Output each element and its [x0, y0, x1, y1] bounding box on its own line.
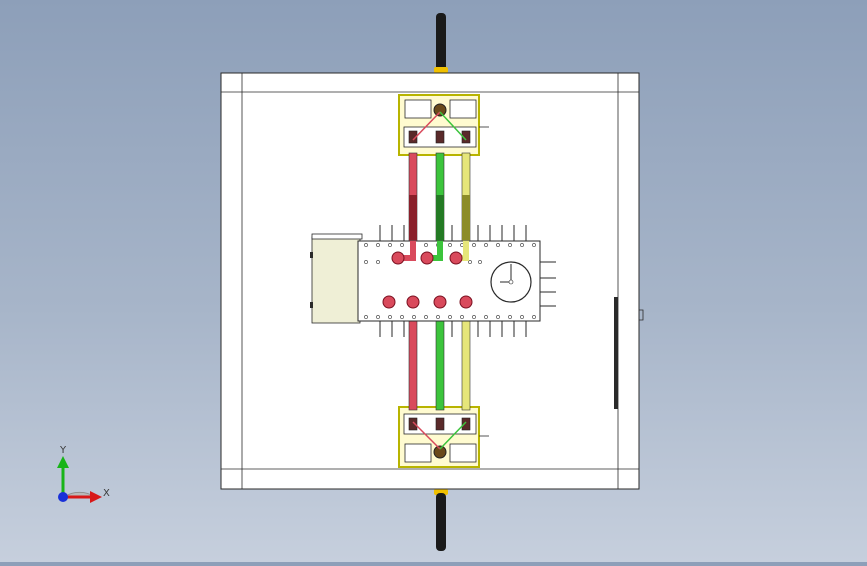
cavity-bolt-hole	[532, 315, 536, 319]
z-axis-origin-icon	[58, 492, 68, 502]
upper-pipe-green-shade	[436, 195, 444, 240]
upper-pipe-red-shade	[409, 195, 417, 240]
cylinder-top-cap	[311, 233, 363, 240]
upper-pipe-yellow-shade	[462, 195, 470, 240]
cavity-bolt-hole	[376, 315, 380, 319]
outlet-port-3	[433, 295, 447, 309]
cavity-bolt-hole	[412, 315, 416, 319]
bottom-guide-rod	[434, 489, 448, 551]
top-slider-window-left	[404, 99, 432, 119]
x-axis-label: X	[103, 488, 110, 499]
cavity-bolt-hole	[400, 315, 404, 319]
cavity-gauge-dial	[490, 261, 532, 303]
top-slider-wire-1	[412, 111, 441, 141]
cavity-plate-bolts	[364, 243, 536, 319]
cavity-bolt-hole	[388, 315, 392, 319]
left-cylinder-block[interactable]	[310, 233, 363, 324]
cavity-bolt-hole	[468, 260, 472, 264]
cylinder-slot-2	[310, 302, 313, 308]
right-side-slot	[614, 297, 644, 409]
cavity-bolt-hole	[532, 243, 536, 247]
cavity-bolt-hole	[364, 260, 368, 264]
cavity-bolt-hole	[478, 260, 482, 264]
cavity-bolt-hole	[472, 243, 476, 247]
cavity-bolt-hole	[376, 243, 380, 247]
cavity-bolt-hole	[424, 315, 428, 319]
cavity-bolt-hole	[508, 243, 512, 247]
cavity-bolt-hole	[424, 243, 428, 247]
cavity-bolt-hole	[484, 243, 488, 247]
top-slider-clips	[408, 130, 471, 144]
cavity-bolt-hole	[436, 315, 440, 319]
outlet-port-4	[459, 295, 473, 309]
cavity-bolt-hole	[460, 315, 464, 319]
inlet-port-1	[391, 251, 405, 265]
right-slot-bar	[614, 297, 618, 409]
top-rod-body	[436, 13, 446, 71]
coordinate-triad: Y X	[57, 445, 110, 503]
top-guide-rod	[434, 13, 448, 73]
bottom-slider-center-hole	[433, 445, 447, 459]
bottom-slider-window-left	[404, 443, 432, 463]
bottom-rod-cap	[434, 489, 448, 495]
cavity-bolt-hole	[448, 315, 452, 319]
bottom-rod-body	[436, 493, 446, 551]
top-rod-cap	[434, 67, 448, 73]
cylinder-body	[311, 236, 361, 324]
cavity-bolt-hole	[520, 243, 524, 247]
cavity-bolt-hole	[496, 315, 500, 319]
bottom-slider-clips	[408, 417, 471, 431]
cavity-plate-ticks	[379, 225, 527, 337]
top-slider-assembly[interactable]	[398, 94, 489, 156]
bottom-slider-window-right	[449, 443, 477, 463]
bottom-slider-assembly[interactable]	[398, 406, 489, 468]
cavity-bolt-hole	[484, 315, 488, 319]
outlet-port-1	[382, 295, 396, 309]
cavity-bolt-hole	[508, 315, 512, 319]
cavity-bolt-hole	[388, 243, 392, 247]
cavity-bolt-hole	[364, 315, 368, 319]
bottom-slider-wire-1	[412, 421, 441, 450]
top-slider-window-right	[449, 99, 477, 119]
cavity-bolt-hole	[400, 243, 404, 247]
cylinder-slot-1	[310, 252, 313, 258]
inlet-port-2	[420, 251, 434, 265]
cavity-outlet-ports	[382, 295, 473, 309]
bottom-slider-wire-2	[439, 421, 467, 450]
right-slot-tab	[639, 309, 644, 321]
cavity-bolt-hole	[364, 243, 368, 247]
cavity-bolt-hole	[472, 315, 476, 319]
cavity-bolt-hole	[520, 315, 524, 319]
outlet-port-2	[406, 295, 420, 309]
inlet-port-3	[449, 251, 463, 265]
central-cavity-plate[interactable]	[357, 225, 556, 337]
top-slider-center-hole	[433, 103, 447, 117]
cavity-inlet-ports	[391, 241, 469, 265]
cavity-right-pins	[540, 261, 556, 307]
cavity-bolt-hole	[448, 243, 452, 247]
y-axis-label: Y	[59, 445, 67, 456]
cavity-bolt-hole	[496, 243, 500, 247]
cavity-bolt-hole	[376, 260, 380, 264]
top-slider-wire-2	[439, 111, 467, 141]
